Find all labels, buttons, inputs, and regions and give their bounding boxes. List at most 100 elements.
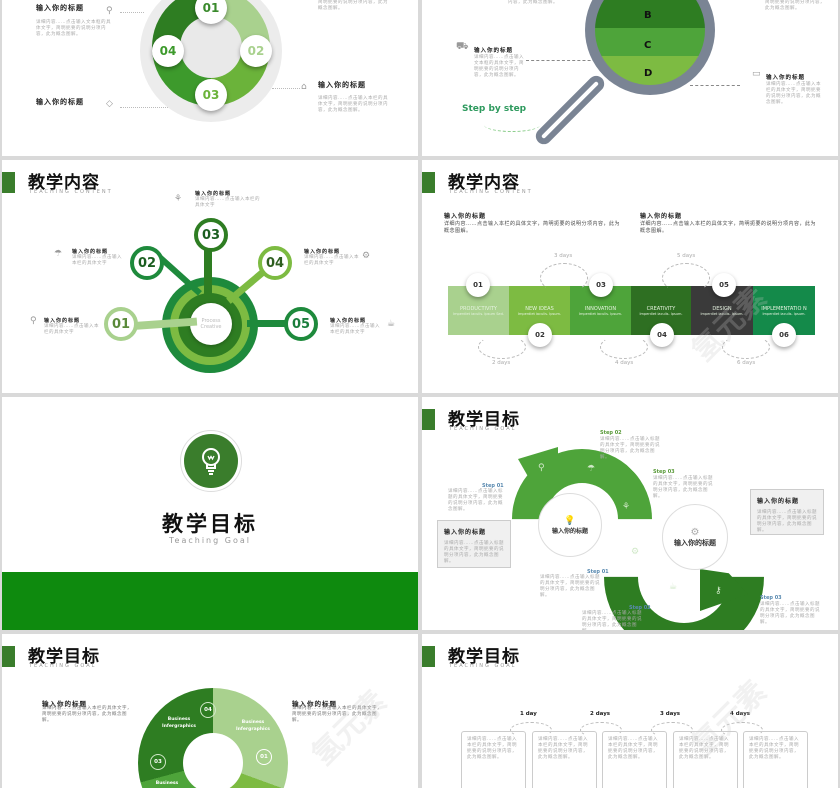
slide-timeline[interactable]: 教学内容 TEACHING CONTENT 输入你的标题 详细内容……点击输入本… <box>422 160 838 393</box>
intro-title: 输入你的标题 <box>640 213 683 220</box>
duration-label: 4 days <box>615 360 634 366</box>
intro-desc: 详细内容……点击输入本栏的具体文字，简明扼要的说明分项内容，此为概念图解。 <box>640 221 817 234</box>
magnifier-icon: ⚲ <box>30 316 37 326</box>
header-accent-bar <box>2 646 15 667</box>
network-icon: ⚘ <box>622 502 631 512</box>
page-title: 教学内容 <box>28 173 100 193</box>
header-accent-bar <box>422 172 435 193</box>
day-label: 1 day <box>520 711 537 717</box>
step-badge-01: 01 <box>466 273 490 297</box>
number-badge-02: 02 <box>240 35 272 67</box>
duration-label: 5 days <box>677 253 696 259</box>
slide-ring-4[interactable]: 输入你的标题 详细内容……点击输入文本框的具体文字，简明扼要的说明分项内容，此为… <box>2 0 418 156</box>
umbrella-icon: ☂ <box>587 464 596 474</box>
lightbulb-icon: 💡 <box>564 515 576 526</box>
item-desc: 简明扼要的说明分项内容，此为概念图解。 <box>765 0 825 11</box>
day-box: 详细内容……点击输入本栏的具体文字，简明扼要的说明分项内容，此为概念图解。 <box>673 731 738 788</box>
key-icon: ⚷ <box>715 586 722 596</box>
gear-icon: ⚙ <box>631 547 640 557</box>
duration-arc <box>540 263 588 293</box>
item-title: 输入你的标题 <box>766 75 806 81</box>
step-desc: 详细内容……点击输入标题的具体文字，简明扼要的说明分项内容，此为概念图解。 <box>582 611 642 630</box>
day-box: 详细内容……点击输入本栏的具体文字，简明扼要的说明分项内容，此为概念图解。 <box>461 731 526 788</box>
duration-label: 6 days <box>737 360 756 366</box>
node-title: 输入你的标题 <box>195 191 232 197</box>
stem-03 <box>204 240 212 295</box>
slide-section-goal[interactable]: 教学目标 Teaching Goal <box>2 397 418 630</box>
connector-line <box>526 60 606 61</box>
center-line1: Process <box>201 318 221 324</box>
item-title: 输入你的标题 <box>36 4 84 12</box>
node-05: 05 <box>284 307 318 341</box>
box-title: 输入你的标题 <box>757 498 800 505</box>
item-desc: 详细内容……点击输入本栏的具体文字，简明扼要的说明分项内容，此为概念图解。 <box>292 706 382 723</box>
slide-cycle[interactable]: 教学目标 TEACHING GOAL 输入你的标题 详细内容……点击输入本栏的具… <box>2 634 418 788</box>
magnifier-icon: ⚲ <box>538 463 545 473</box>
slide-magnifier[interactable]: 内容，此为概念图解。 简明扼要的说明分项内容，此为概念图解。 ⛟ 输入你的标题 … <box>422 0 838 156</box>
step-badge-03: 03 <box>589 273 613 297</box>
item-desc: 内容，此为概念图解。 <box>508 0 558 5</box>
node-title: 输入你的标题 <box>72 249 109 255</box>
center-line2: Creative <box>200 324 222 330</box>
day-arc <box>510 722 552 738</box>
node-04: 04 <box>258 246 292 280</box>
node-desc: 详细内容……点击输入本栏的具体文字 <box>72 255 122 266</box>
item-desc: 详细内容……点击输入文本框的具体文字，简明扼要的说明分项内容，此为概念图解。 <box>36 20 111 37</box>
step-desc: 详细内容……点击输入标题的具体文字，简明扼要的说明分项内容，此为概念图解。 <box>600 437 660 460</box>
item-title: 输入你的标题 <box>292 700 337 708</box>
page-subtitle: TEACHING GOAL <box>449 663 517 669</box>
connector-line <box>690 85 740 86</box>
magnifier-handle <box>532 72 608 148</box>
day-label: 2 days <box>590 711 611 717</box>
node-03: 03 <box>194 218 228 252</box>
item-desc: 详细内容……点击输入文本框的具体文字，简明扼要的说明分项内容，此为概念图解。 <box>474 55 524 78</box>
day-arc <box>651 722 693 738</box>
header-accent-bar <box>422 409 435 430</box>
circle-right: ⚙ 输入你的标题 <box>662 504 728 570</box>
slide-s-curve[interactable]: 教学目标 TEACHING GOAL ⚲ ☂ ⚘ ⚙ ☕ ⚷ 💡 输入你的标题 … <box>422 397 838 630</box>
step-badge-02: 02 <box>528 323 552 347</box>
page-title: 教学目标 <box>448 410 520 430</box>
lightbulb-icon <box>184 434 238 488</box>
box-title: 输入你的标题 <box>444 529 487 536</box>
slide-process-creative[interactable]: 教学内容 TEACHING CONTENT Process Creative 0… <box>2 160 418 393</box>
duration-arc <box>662 263 710 293</box>
duration-label: 3 days <box>554 253 573 259</box>
duration-arc <box>722 335 770 359</box>
store-icon: ⌂ <box>301 82 307 92</box>
gear-icon: ⚙ <box>362 251 371 261</box>
cycle-num-03: 03 <box>150 754 166 770</box>
section-title: 教学目标 <box>162 512 258 536</box>
step-desc: 详细内容……点击输入标题的具体文字，简明扼要的说明分项内容，此为概念图解。 <box>653 476 713 499</box>
step-label: Step 02 <box>629 605 651 611</box>
step-badge-05: 05 <box>712 273 736 297</box>
ring-center <box>180 16 242 78</box>
item-title: 输入你的标题 <box>36 98 84 106</box>
page-subtitle: TEACHING GOAL <box>29 663 97 669</box>
item-title: 输入你的标题 <box>318 81 366 89</box>
info-box-right: 输入你的标题 详细内容……点击输入标题的具体文字，简明扼要的说明分项内容，此为概… <box>750 489 824 535</box>
step-label: Step 03 <box>760 595 782 601</box>
layer-label-c: C <box>644 40 652 51</box>
item-desc: 详细内容……点击输入本栏的具体文字，简明扼要的说明分项内容，此为概念图解。 <box>766 82 821 105</box>
connector-line <box>272 88 300 89</box>
header-accent-bar <box>2 172 15 193</box>
node-01: 01 <box>104 307 138 341</box>
circle-title: 输入你的标题 <box>551 527 588 535</box>
node-02: 02 <box>130 246 164 280</box>
cycle-num-04: 04 <box>200 702 216 718</box>
page-subtitle: TEACHING CONTENT <box>449 189 533 195</box>
cup-icon: ☕ <box>387 319 396 329</box>
box-desc: 详细内容……点击输入标题的具体文字，简明扼要的说明分项内容，此为概念图解。 <box>757 510 817 533</box>
day-arc <box>580 722 622 738</box>
page-subtitle: TEACHING CONTENT <box>29 189 113 195</box>
watermark: 氢元素 <box>305 684 394 773</box>
gears-icon: ⚙ <box>690 526 700 538</box>
step-label: Step 02 <box>600 430 622 436</box>
slide-days[interactable]: 教学目标 TEACHING GOAL 1 day 2 days 3 days 4… <box>422 634 838 788</box>
cycle-label: Business <box>155 781 179 786</box>
monitor-icon: ▭ <box>752 69 761 79</box>
intro-title: 输入你的标题 <box>444 213 487 220</box>
